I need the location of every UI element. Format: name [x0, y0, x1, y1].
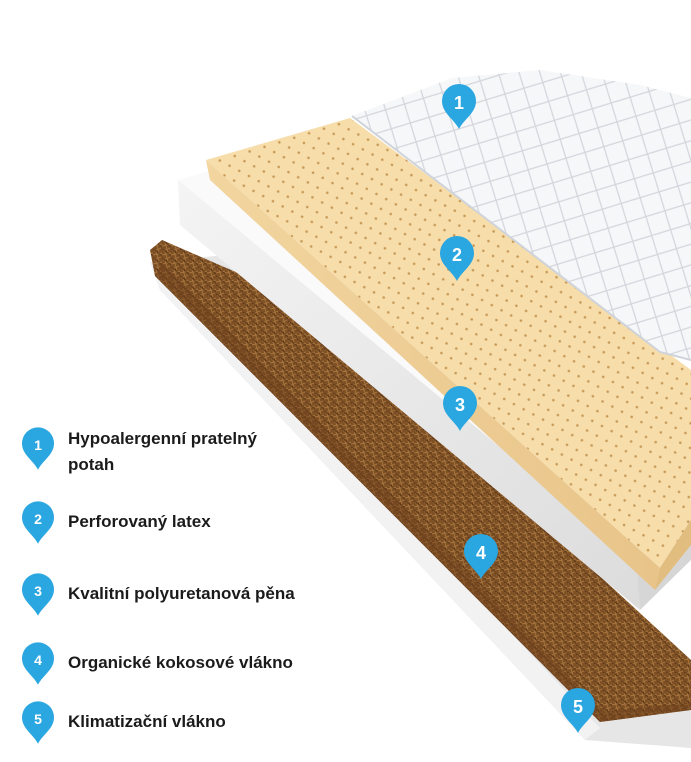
pin-icon: 3	[22, 573, 54, 616]
latex-layer	[206, 118, 691, 590]
legend-label: Hypoalergenní pratelný potah	[68, 426, 257, 478]
legend-1-line-2: potah	[68, 455, 115, 474]
quilted-cover-layer	[351, 70, 691, 361]
pin-1-number: 1	[454, 93, 464, 113]
pin-4-marker: 4	[464, 534, 498, 579]
legend-item-4: 4 Organické kokosové vlákno	[22, 641, 293, 687]
legend-label: Perforovaný latex	[68, 509, 211, 535]
pin-icon: 5	[22, 701, 54, 744]
pin-2-number: 2	[452, 245, 462, 265]
pin-icon: 4	[22, 642, 54, 685]
pin-icon: 1	[22, 427, 54, 470]
legend-1-number: 1	[34, 437, 42, 453]
pin-4-number: 4	[476, 543, 486, 563]
legend-item-2: 2 Perforovaný latex	[22, 500, 211, 546]
legend-label: Klimatizační vlákno	[68, 709, 226, 735]
legend-4-number: 4	[34, 652, 42, 668]
legend-5-line-1: Klimatizační vlákno	[68, 712, 226, 731]
pin-3-number: 3	[455, 395, 465, 415]
legend-4-line-1: Organické kokosové vlákno	[68, 653, 293, 672]
pin-3-marker: 3	[443, 386, 477, 431]
pin-5-marker: 5	[561, 688, 595, 733]
coconut-fiber-layer	[150, 240, 691, 722]
legend-label: Organické kokosové vlákno	[68, 650, 293, 676]
pin-1-marker: 1	[442, 84, 476, 129]
legend-2-number: 2	[34, 511, 42, 527]
pin-icon: 2	[22, 501, 54, 544]
legend-2-line-1: Perforovaný latex	[68, 512, 211, 531]
legend-label: Kvalitní polyuretanová pěna	[68, 581, 295, 607]
legend-3-line-1: Kvalitní polyuretanová pěna	[68, 584, 295, 603]
legend-item-3: 3 Kvalitní polyuretanová pěna	[22, 572, 295, 618]
legend-item-5: 5 Klimatizační vlákno	[22, 700, 226, 746]
legend-3-number: 3	[34, 583, 42, 599]
legend-1-line-1: Hypoalergenní pratelný	[68, 429, 257, 448]
pin-5-number: 5	[573, 697, 583, 717]
legend-5-number: 5	[34, 711, 42, 727]
pin-2-marker: 2	[440, 236, 474, 281]
legend-item-1: 1 Hypoalergenní pratelný potah	[22, 426, 257, 478]
